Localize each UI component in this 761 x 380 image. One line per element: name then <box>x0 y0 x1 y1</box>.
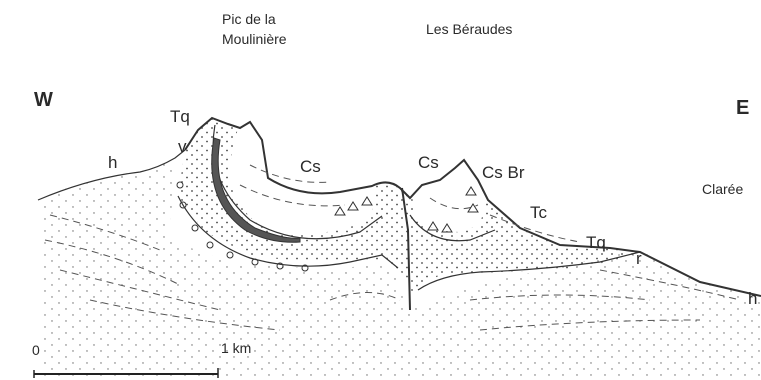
label-claree: Clarée <box>702 181 743 197</box>
label-cs-br: Cs Br <box>482 163 525 182</box>
label-pic-line2: Moulinière <box>222 31 287 47</box>
label-les-beraudes: Les Béraudes <box>426 21 512 37</box>
label-h-left: h <box>108 153 117 172</box>
label-h-right: h <box>748 289 757 308</box>
label-v: v <box>178 137 187 156</box>
label-tc: Tc <box>530 203 548 222</box>
scale-label-zero: 0 <box>32 342 40 358</box>
label-pic-line1: Pic de la <box>222 11 276 27</box>
label-west: W <box>34 89 53 111</box>
label-cs-left: Cs <box>300 157 321 176</box>
label-tq-right: Tq <box>586 233 606 252</box>
scale-label-km: 1 km <box>221 340 251 356</box>
label-cs-right: Cs <box>418 153 439 172</box>
label-tq-top: Tq <box>170 107 190 126</box>
label-east: E <box>736 97 749 119</box>
label-r: r <box>636 249 642 268</box>
